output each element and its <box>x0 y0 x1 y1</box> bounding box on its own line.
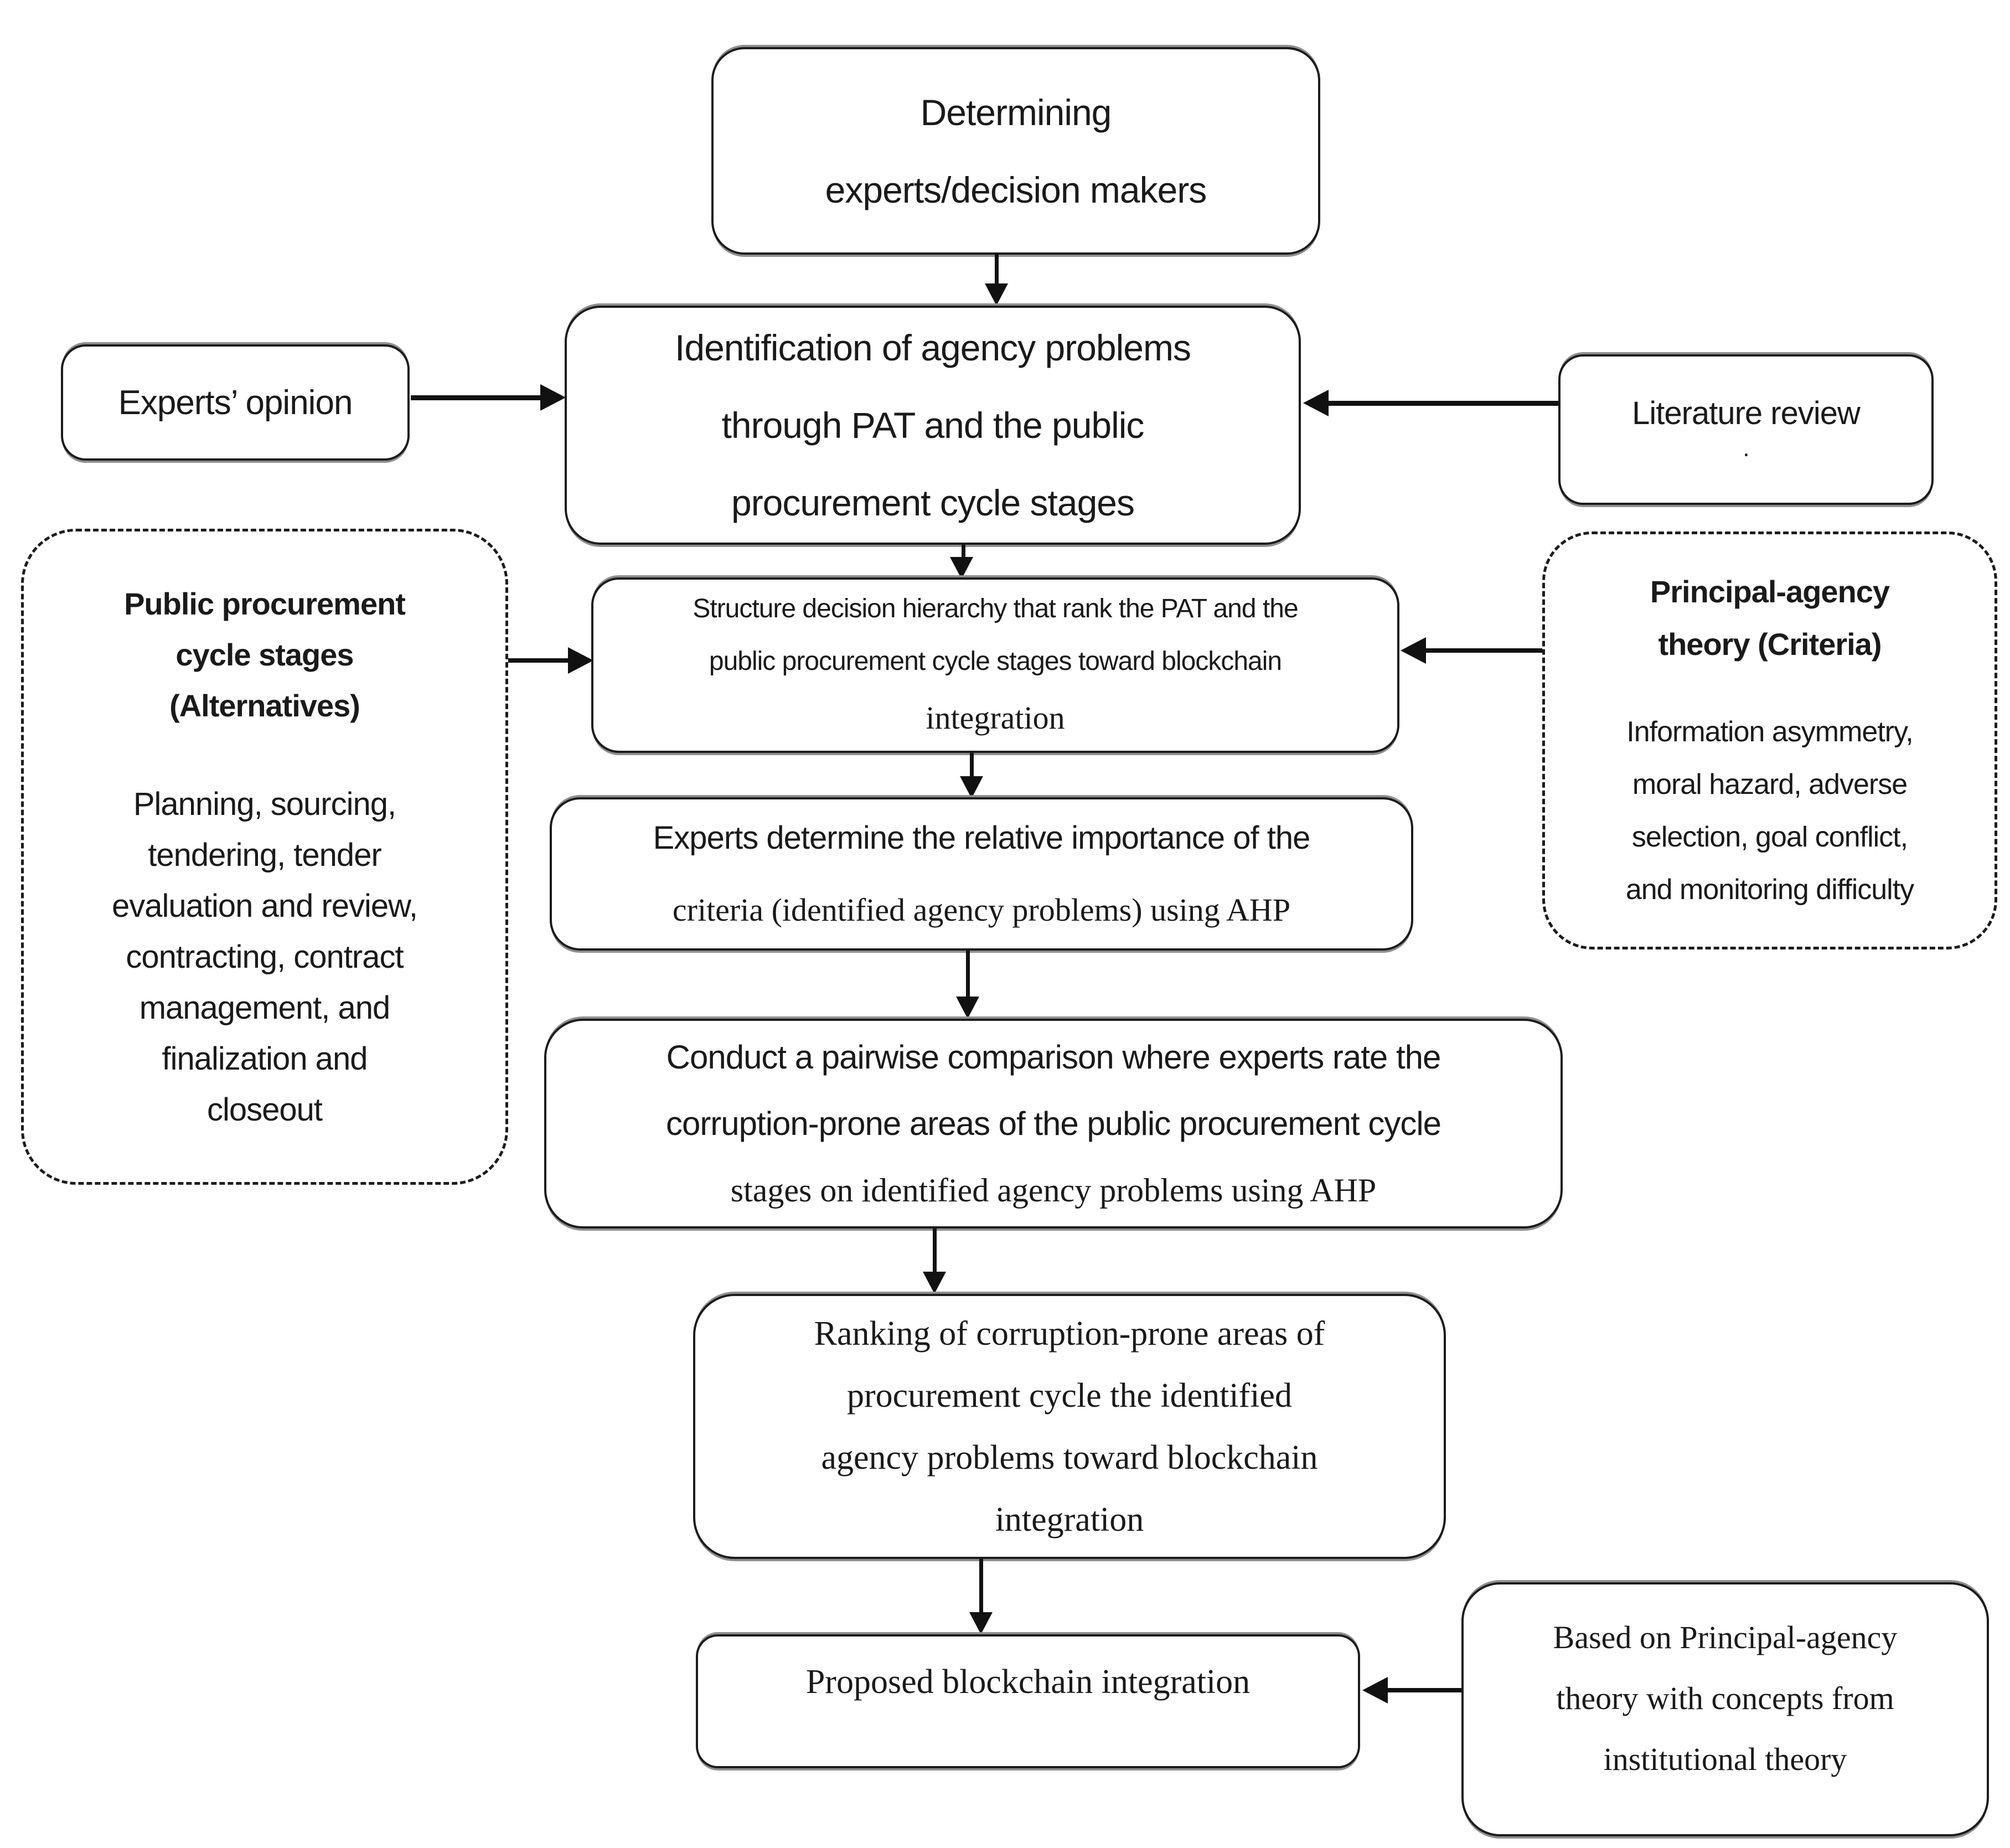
arrow-based-on-to-proposed-line <box>1388 1688 1463 1692</box>
arrow-pairwise-to-ranking-line <box>933 1228 937 1273</box>
arrow-determining-to-identification-line <box>995 254 999 286</box>
arrow-ranking-to-proposed-head <box>969 1612 993 1634</box>
arrow-literature-to-identification-line <box>1329 401 1558 406</box>
arrow-criteria-to-structure-head <box>1401 637 1426 664</box>
box-experts-opinion: Experts’ opinion <box>61 344 410 461</box>
box-ranking-label: Ranking of corruption-prone areas of pro… <box>814 1314 1325 1539</box>
box-experts-determine: Experts determine the relative importanc… <box>550 797 1413 951</box>
box-public-procurement-alternatives-body: Planning, sourcing, tendering, tender ev… <box>112 786 418 1128</box>
box-identification-label: Identification of agency problems throug… <box>675 327 1191 523</box>
arrow-structure-to-experts-determine-line <box>970 753 974 777</box>
arrow-experts-opinion-to-identification-line <box>411 395 544 400</box>
arrow-experts-opinion-to-identification-head <box>540 384 566 411</box>
box-based-on-theory: Based on Principal-agency theory with co… <box>1461 1582 1989 1836</box>
box-experts-determine-line1: Experts determine the relative importanc… <box>653 819 1311 856</box>
box-determining-experts: Determining experts/decision makers <box>711 47 1320 255</box>
box-principal-agency-criteria-title: Principal-agency theory (Criteria) <box>1650 574 1890 662</box>
box-public-procurement-alternatives-title: Public procurement cycle stages (Alterna… <box>124 586 406 723</box>
arrow-experts-determine-to-pairwise-line <box>966 951 970 998</box>
box-literature-review: Literature review . <box>1558 354 1934 505</box>
arrow-alternatives-to-structure-head <box>568 647 593 674</box>
box-identification: Identification of agency problems throug… <box>565 306 1301 545</box>
box-determining-experts-label: Determining experts/decision makers <box>825 91 1207 210</box>
arrow-literature-to-identification-head <box>1303 390 1329 416</box>
box-experts-determine-line2: criteria (identified agency problems) us… <box>672 891 1291 928</box>
arrow-pairwise-to-ranking-head <box>923 1272 946 1294</box>
arrow-determining-to-identification-head <box>985 283 1008 306</box>
box-proposed-integration-label: Proposed blockchain integration <box>805 1663 1251 1701</box>
box-principal-agency-criteria-body: Information asymmetry, moral hazard, adv… <box>1625 715 1914 906</box>
arrow-criteria-to-structure-line <box>1425 648 1543 653</box>
box-literature-review-label: Literature review <box>1632 395 1861 431</box>
arrow-identification-to-structure-line <box>962 545 965 559</box>
arrow-identification-to-structure-head <box>950 557 973 579</box>
arrow-based-on-to-proposed-head <box>1362 1677 1388 1704</box>
box-structure-hierarchy-line1: Structure decision hierarchy that rank t… <box>693 593 1298 623</box>
arrow-ranking-to-proposed-line <box>979 1559 983 1613</box>
box-pairwise-comparison: Conduct a pairwise comparison where expe… <box>544 1019 1563 1228</box>
box-ranking: Ranking of corruption-prone areas of pro… <box>693 1294 1446 1559</box>
arrow-experts-determine-to-pairwise-head <box>956 997 979 1019</box>
box-pairwise-comparison-line3: stages on identified agency problems usi… <box>730 1171 1377 1209</box>
box-structure-hierarchy-line2: public procurement cycle stages toward b… <box>709 646 1282 676</box>
literature-review-dot: . <box>1743 434 1749 462</box>
box-experts-opinion-label: Experts’ opinion <box>118 383 353 422</box>
box-principal-agency-criteria: Principal-agency theory (Criteria) Infor… <box>1542 531 1997 949</box>
box-public-procurement-alternatives: Public procurement cycle stages (Alterna… <box>21 529 508 1185</box>
box-pairwise-comparison-line1: Conduct a pairwise comparison where expe… <box>666 1038 1441 1076</box>
box-proposed-integration: Proposed blockchain integration <box>696 1634 1360 1768</box>
box-pairwise-comparison-line2: corruption-prone areas of the public pro… <box>665 1104 1441 1142</box>
box-based-on-theory-label: Based on Principal-agency theory with co… <box>1553 1619 1898 1777</box>
box-structure-hierarchy-line3: integration <box>926 699 1065 736</box>
arrow-alternatives-to-structure-line <box>508 658 569 663</box>
arrow-structure-to-experts-determine-head <box>960 776 983 798</box>
box-structure-hierarchy: Structure decision hierarchy that rank t… <box>591 577 1399 753</box>
